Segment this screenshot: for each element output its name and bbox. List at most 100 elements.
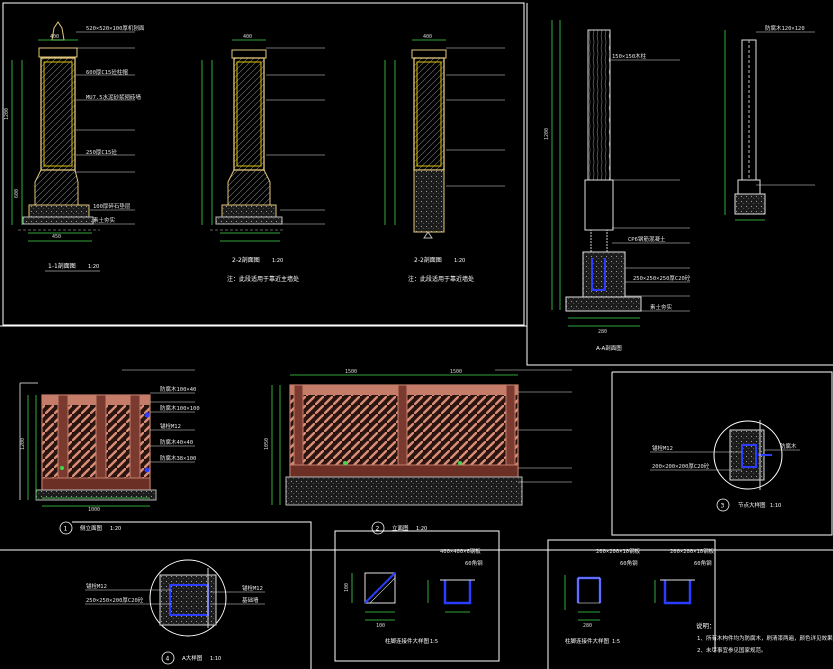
detail-4-callout-1: 250×250×200厚C20砼 <box>86 596 144 604</box>
detail-callout-3: 防腐木40×40 <box>160 438 193 446</box>
notes-heading: 说明： <box>696 621 716 630</box>
elevation-2-scale: 1:20 <box>416 526 427 532</box>
section-note-1: 注：此段适用于靠近主墙处 <box>227 275 299 283</box>
connector-a-dim-1: 100 <box>376 623 385 629</box>
detail-3-no: 3 <box>721 503 725 510</box>
detail-callout-1: 防腐木100×100 <box>160 404 200 412</box>
connector-a-dims <box>351 573 470 621</box>
elevation-1-bubble <box>59 521 73 535</box>
column-detail <box>565 29 766 312</box>
detail-callout-4: 防腐木38×100 <box>160 454 196 462</box>
elevation-1-title: 侧立面图 <box>80 524 103 532</box>
connector-a-callout-0: 400×400×6钢板 <box>440 547 481 555</box>
connector-a-callout-1: 60角钢 <box>465 559 483 567</box>
connector-a-title: 柱脚连接件大样图 <box>385 637 430 645</box>
detail-3-scale: 1:10 <box>770 503 781 509</box>
section-leader-lines <box>76 31 505 225</box>
elevation-1 <box>19 382 157 501</box>
elevation-2-leaders <box>495 369 572 483</box>
section-titles: 1-1剖面图 1:20 2-2剖面图 1:20 2-2剖面图 1:20 注：此段… <box>45 256 474 283</box>
connector-b-dims <box>564 575 656 621</box>
section-dim-1200: 1200 <box>4 108 10 120</box>
section-callout-5: 素土夯实 <box>93 216 116 224</box>
detail-callout-2: 锚栓M12 <box>160 422 181 430</box>
column-leader-lines <box>610 31 815 312</box>
detail-4-leaders <box>85 589 265 605</box>
elevation-1-scale: 1:20 <box>110 526 121 532</box>
detail-3-title: 节点大样图 <box>738 501 766 509</box>
section-callout-0: 520×520×100厚机刨面 <box>86 24 145 32</box>
section-scale-3: 1:20 <box>454 258 465 264</box>
detail-3-leaders <box>650 449 800 471</box>
frame-detail4 <box>72 521 312 669</box>
notes-item-1: 1、所有木构件均为防腐木，刷清漆两遍，颜色详见效果图。 <box>697 634 833 642</box>
column-title: A-A剖面图 <box>596 344 622 352</box>
elevation-2-dims <box>271 374 518 505</box>
connector-b-scale: 1:5 <box>612 639 620 645</box>
elevation-2-no: 2 <box>376 526 380 533</box>
frame-connector-b <box>547 539 716 669</box>
section-title-1: 1-1剖面图 <box>48 262 76 270</box>
section3-dim-top: 400 <box>423 34 432 40</box>
section-dim-top: 400 <box>50 34 59 40</box>
connector-a-scale: 1:5 <box>430 639 438 645</box>
elevation-1-no: 1 <box>64 526 68 533</box>
elevation-2-title: 立面图 <box>392 524 409 532</box>
detail-3-callout-0: 锚栓M12 <box>652 444 673 452</box>
detail-4-scale: 1:10 <box>210 656 221 662</box>
frame-sections <box>2 2 525 326</box>
connector-b-callout-0: 200×200×10钢板 <box>596 547 641 555</box>
section-callout-1: 600厚C15砼柱帽 <box>86 68 128 76</box>
connector-b-dim-280: 280 <box>583 623 592 629</box>
connector-a-dim-0: 100 <box>344 583 350 592</box>
elevation-1-dim-1000: 1000 <box>88 507 100 513</box>
detail-3-bubble <box>716 498 730 512</box>
detail-4 <box>149 559 227 637</box>
elevation-2-dim-b: 1500 <box>450 369 462 375</box>
elevation-2-dim-1050: 1050 <box>264 438 270 450</box>
section-note-2: 注：此段适用于靠近墙处 <box>408 275 474 283</box>
section-1-1 <box>18 21 100 231</box>
section2-dim-top: 400 <box>243 34 252 40</box>
section-callout-4: 100厚碎石垫层 <box>93 202 131 210</box>
section-title-3: 2-2剖面图 <box>414 256 442 264</box>
notes-block: 说明： 1、所有木构件均为防腐木，刷清漆两遍，颜色详见效果图。 2、未尽事宜参见… <box>696 621 833 654</box>
detail-4-no: 4 <box>166 656 170 663</box>
frame-connector-a <box>334 530 500 662</box>
section-dimension-lines <box>11 39 446 242</box>
column-dimension-lines <box>551 20 765 327</box>
frame-detail3 <box>611 371 833 536</box>
column-callout-1: CP6钢筋混凝土 <box>628 235 666 243</box>
column-callout-0: 150×150木柱 <box>612 52 647 60</box>
elevation-2-dim-a: 1500 <box>345 369 357 375</box>
section-callout-3: 250厚C15砼 <box>86 148 117 156</box>
elevation-2 <box>285 384 523 506</box>
column-dim-1200: 1200 <box>544 128 550 140</box>
section-title-2: 2-2剖面图 <box>232 256 260 264</box>
connector-b-callout-3: 60角钢 <box>694 559 712 567</box>
elevation-1-leaders <box>122 369 195 463</box>
section-scale-2: 1:20 <box>272 258 283 264</box>
notes-item-2: 2、未尽事宜参见国家规范。 <box>697 646 767 654</box>
connector-b-callout-2: 60角钢 <box>620 559 638 567</box>
detail-callout-0: 防腐木100×40 <box>160 385 196 393</box>
frame-column-detail <box>526 3 833 366</box>
connector-detail-b <box>576 576 695 605</box>
connector-b-callout-1: 200×200×10钢板 <box>670 547 715 555</box>
column-callout-3: 素土夯实 <box>650 303 673 311</box>
detail-4-callout-0: 锚栓M12 <box>86 582 107 590</box>
section-2-2-b <box>411 49 447 239</box>
detail-4-title: A大样图 <box>182 654 203 662</box>
detail-4-callout-2: 锚栓M12 <box>242 584 263 592</box>
detail-3-callout-2: 防腐木 <box>780 442 797 450</box>
connector-b-title: 柱脚连接件大样图 <box>565 637 610 645</box>
connector-detail-a <box>364 572 475 605</box>
section-dim-600: 600 <box>14 189 20 198</box>
detail-4-bubble <box>161 651 175 665</box>
section-dim-450: 450 <box>52 234 61 240</box>
elevation-1-dims <box>27 395 150 507</box>
section-scale-1: 1:20 <box>88 264 99 270</box>
section-2-2-a <box>210 49 285 231</box>
